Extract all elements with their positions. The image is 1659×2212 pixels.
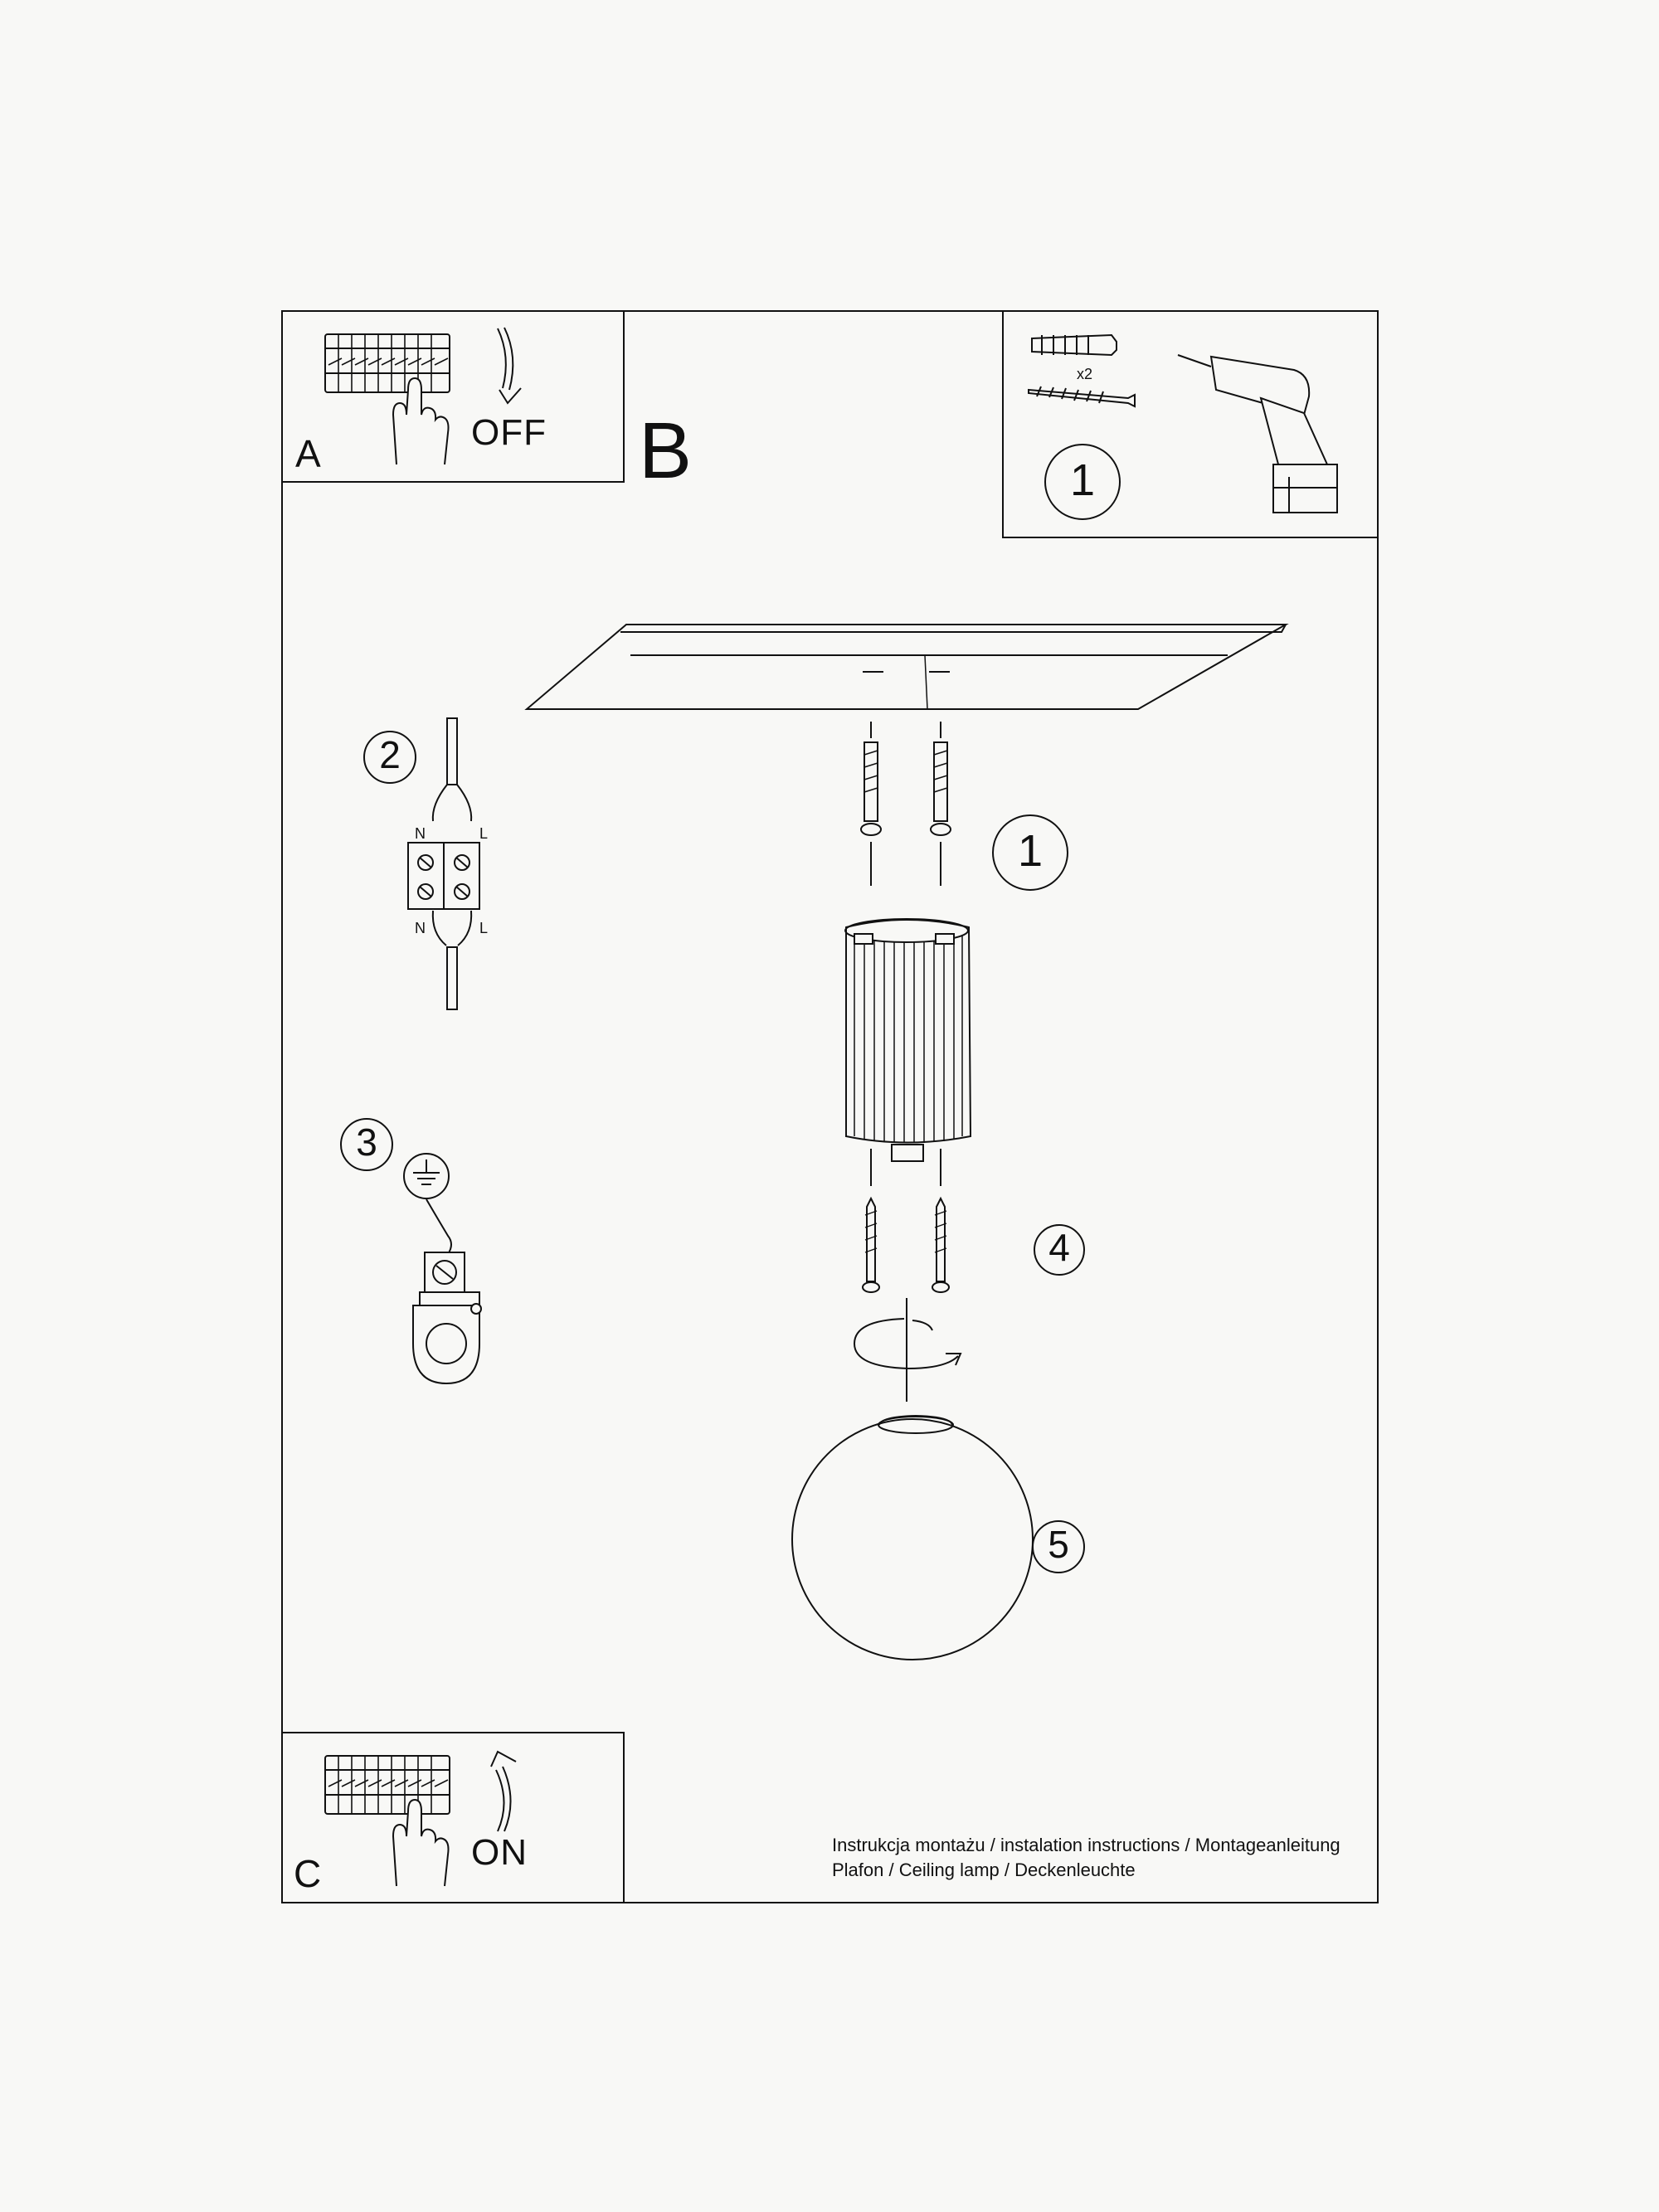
screw-icon bbox=[1028, 386, 1136, 408]
canopy-cylinder bbox=[844, 918, 972, 1162]
footer-line-1: Instrukcja montażu / instalation instruc… bbox=[832, 1835, 1340, 1855]
footer-notes: Instrukcja montażu / instalation instruc… bbox=[832, 1833, 1340, 1883]
step-2-number: 2 bbox=[379, 733, 401, 776]
arrow-up-icon bbox=[490, 1750, 517, 1832]
step-3-circle bbox=[340, 1118, 393, 1171]
wire-label-l-top: L bbox=[479, 825, 489, 842]
drill-icon bbox=[1177, 354, 1338, 513]
step-4-circle bbox=[1034, 1224, 1085, 1276]
step-3-number: 3 bbox=[356, 1121, 377, 1164]
step-1-number: 1 bbox=[1017, 826, 1044, 876]
ground-symbol-icon bbox=[403, 1153, 450, 1199]
wire-label-l-bottom: L bbox=[479, 920, 489, 936]
breaker-icon-on bbox=[324, 1755, 450, 1815]
wire-label-n-top: N bbox=[415, 825, 426, 842]
hand-icon-off bbox=[392, 377, 450, 465]
panel-a-box bbox=[281, 310, 625, 483]
arrow-down-icon bbox=[497, 327, 522, 405]
panel-b-letter: B bbox=[639, 406, 693, 495]
step-5-circle bbox=[1032, 1520, 1085, 1573]
ground-bracket bbox=[412, 1198, 482, 1385]
glass-globe bbox=[791, 1414, 1034, 1660]
ceiling-plate bbox=[524, 624, 1289, 710]
panel-c-box bbox=[281, 1732, 625, 1903]
breaker-icon-off bbox=[324, 333, 450, 393]
footer-line-2: Plafon / Ceiling lamp / Deckenleuchte bbox=[832, 1860, 1136, 1880]
dowel-pair bbox=[860, 722, 951, 886]
quantity-label: x2 bbox=[1077, 366, 1093, 382]
step-5-number: 5 bbox=[1048, 1523, 1069, 1566]
hand-icon-on bbox=[392, 1798, 450, 1887]
wall-plug-icon bbox=[1031, 333, 1117, 357]
tools-step-circle bbox=[1044, 444, 1121, 520]
panel-a-letter: A bbox=[295, 432, 321, 475]
tools-panel-box bbox=[1002, 310, 1379, 538]
rotate-arrow-icon bbox=[853, 1298, 962, 1402]
screw-pair bbox=[862, 1149, 950, 1293]
panel-c-letter: C bbox=[294, 1852, 322, 1895]
wire-label-n-bottom: N bbox=[415, 920, 426, 936]
switch-on-label: ON bbox=[471, 1832, 528, 1873]
tools-step-number: 1 bbox=[1069, 455, 1096, 505]
step-4-number: 4 bbox=[1048, 1226, 1070, 1269]
main-frame bbox=[281, 310, 1379, 1903]
step-1-circle bbox=[992, 814, 1068, 891]
switch-off-label: OFF bbox=[471, 412, 547, 453]
step-2-circle bbox=[363, 731, 416, 784]
wire-terminal bbox=[407, 717, 480, 1010]
